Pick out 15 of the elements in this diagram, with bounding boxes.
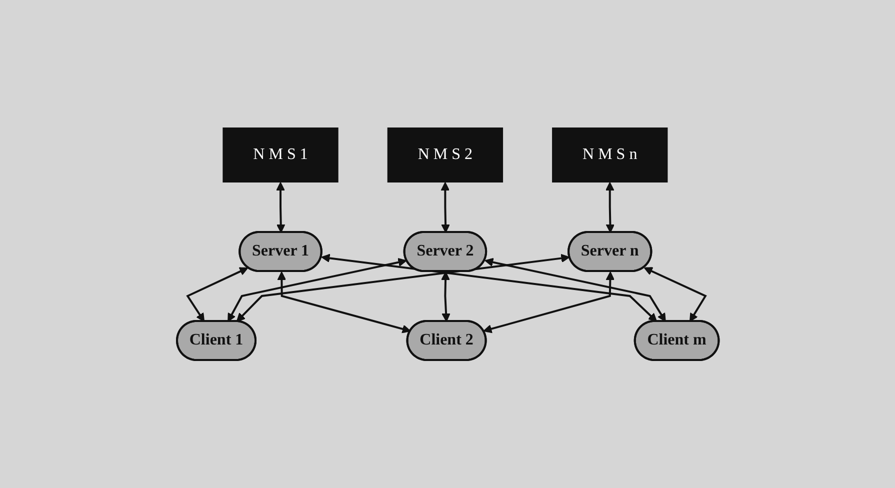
arrow (644, 267, 707, 322)
arrow (276, 182, 285, 233)
arrow (440, 272, 450, 322)
node-box: N M S 1 (222, 128, 338, 182)
arrow (276, 272, 410, 334)
arrow (227, 258, 406, 322)
arrow (236, 254, 570, 322)
node-box: N M S n (552, 128, 668, 182)
arrow (482, 272, 614, 334)
arrow (186, 267, 248, 322)
arrow (484, 258, 666, 322)
node-box: N M S 2 (387, 128, 503, 182)
arrow (605, 182, 614, 233)
arrow (440, 182, 450, 233)
arrow (320, 254, 657, 322)
